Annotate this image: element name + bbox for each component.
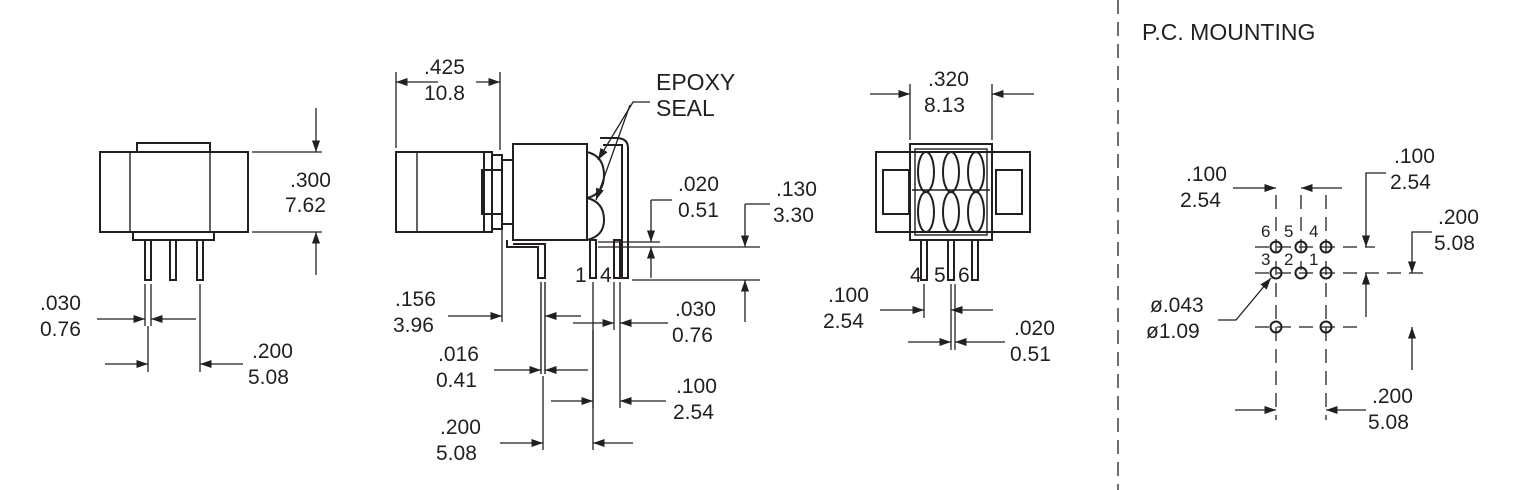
front-actuator <box>136 142 211 152</box>
pcb-hole-mm: ø1.09 <box>1146 320 1200 343</box>
side-offset-in: .156 <box>395 288 436 311</box>
end-pitch-in: .100 <box>828 284 869 307</box>
pcb-row-in: .200 <box>1438 206 1479 229</box>
pc-mounting: P.C. MOUNTING 6 5 4 3 2 1 .100 2.54 <box>1142 19 1479 434</box>
end-width-in: .320 <box>928 68 969 91</box>
hole-num: 4 <box>1309 222 1318 241</box>
side-gap-mm: 0.51 <box>678 199 719 222</box>
epoxy-label-line1: EPOXY <box>656 69 735 95</box>
side-lead-in: .016 <box>438 343 479 366</box>
hole-num: 2 <box>1284 250 1293 269</box>
pcb-pitch-left-mm: 2.54 <box>1180 189 1221 212</box>
hole-num: 6 <box>1261 222 1270 241</box>
mounting-holes <box>1269 240 1333 334</box>
pcb-hole-in: ø.043 <box>1150 294 1204 317</box>
end-view: 4 5 6 .320 8.13 .100 2.54 .020 0.51 <box>823 68 1055 366</box>
side-actuator <box>395 151 485 233</box>
front-pin-in: .030 <box>40 292 81 315</box>
page-title: P.C. MOUNTING <box>1142 19 1315 45</box>
side-offset-mm: 3.96 <box>393 314 434 337</box>
front-pin-center <box>169 239 177 281</box>
side-standoff-mm: 3.30 <box>773 204 814 227</box>
side-pin-num-4: 4 <box>600 264 612 287</box>
end-pin-5 <box>947 239 955 281</box>
side-pinw-mm: 0.76 <box>672 324 713 347</box>
end-pin-6 <box>971 239 979 281</box>
front-body <box>99 151 249 233</box>
side-standoff-in: .130 <box>776 178 817 201</box>
pcb-pitch-left-in: .100 <box>1186 163 1227 186</box>
side-body-in: .425 <box>424 56 465 79</box>
front-pin-mm: 0.76 <box>40 318 81 341</box>
end-pin-num: 4 <box>910 264 922 287</box>
side-pinw-in: .030 <box>675 298 716 321</box>
front-pin-right <box>196 239 204 281</box>
end-contact-coils <box>917 151 985 233</box>
side-gap-in: .020 <box>678 173 719 196</box>
pcb-pitch-right-in: .100 <box>1394 145 1435 168</box>
side-lead-mm: 0.41 <box>436 369 477 392</box>
end-pin-4 <box>920 239 928 281</box>
side-view: 1 4 EPOXY SEAL .425 10.8 .156 3.96 .016 … <box>393 56 817 465</box>
end-width-mm: 8.13 <box>924 94 965 117</box>
end-pin-num: 6 <box>958 264 970 287</box>
side-pin-num-1: 1 <box>575 264 587 287</box>
side-pin-4 <box>613 239 621 279</box>
side-pitch-in: .100 <box>676 375 717 398</box>
side-span-in: .200 <box>440 416 481 439</box>
pcb-col-mm: 5.08 <box>1368 411 1409 434</box>
pcb-row-mm: 5.08 <box>1434 232 1475 255</box>
front-height-in: .300 <box>290 169 331 192</box>
hole-num: 5 <box>1284 222 1293 241</box>
end-pitch-mm: 2.54 <box>823 310 864 333</box>
end-pin-mm: 0.51 <box>1010 343 1051 366</box>
front-pin-left <box>144 239 152 281</box>
pcb-pitch-right-mm: 2.54 <box>1390 171 1431 194</box>
side-body <box>512 143 588 241</box>
end-pin-in: .020 <box>1014 317 1055 340</box>
side-body-mm: 10.8 <box>424 82 465 105</box>
epoxy-label-line2: SEAL <box>656 95 715 121</box>
front-spacing-mm: 5.08 <box>248 366 289 389</box>
hole-num: 1 <box>1309 250 1318 269</box>
side-pitch-mm: 2.54 <box>673 401 714 424</box>
front-spacing-in: .200 <box>252 340 293 363</box>
end-pin-num: 5 <box>934 264 946 287</box>
side-pin-1 <box>589 239 597 279</box>
pcb-col-in: .200 <box>1372 385 1413 408</box>
front-view: .300 7.62 .030 0.76 .200 5.08 <box>40 108 331 389</box>
front-height-mm: 7.62 <box>285 194 326 217</box>
side-span-mm: 5.08 <box>436 442 477 465</box>
hole-num: 3 <box>1261 250 1270 269</box>
